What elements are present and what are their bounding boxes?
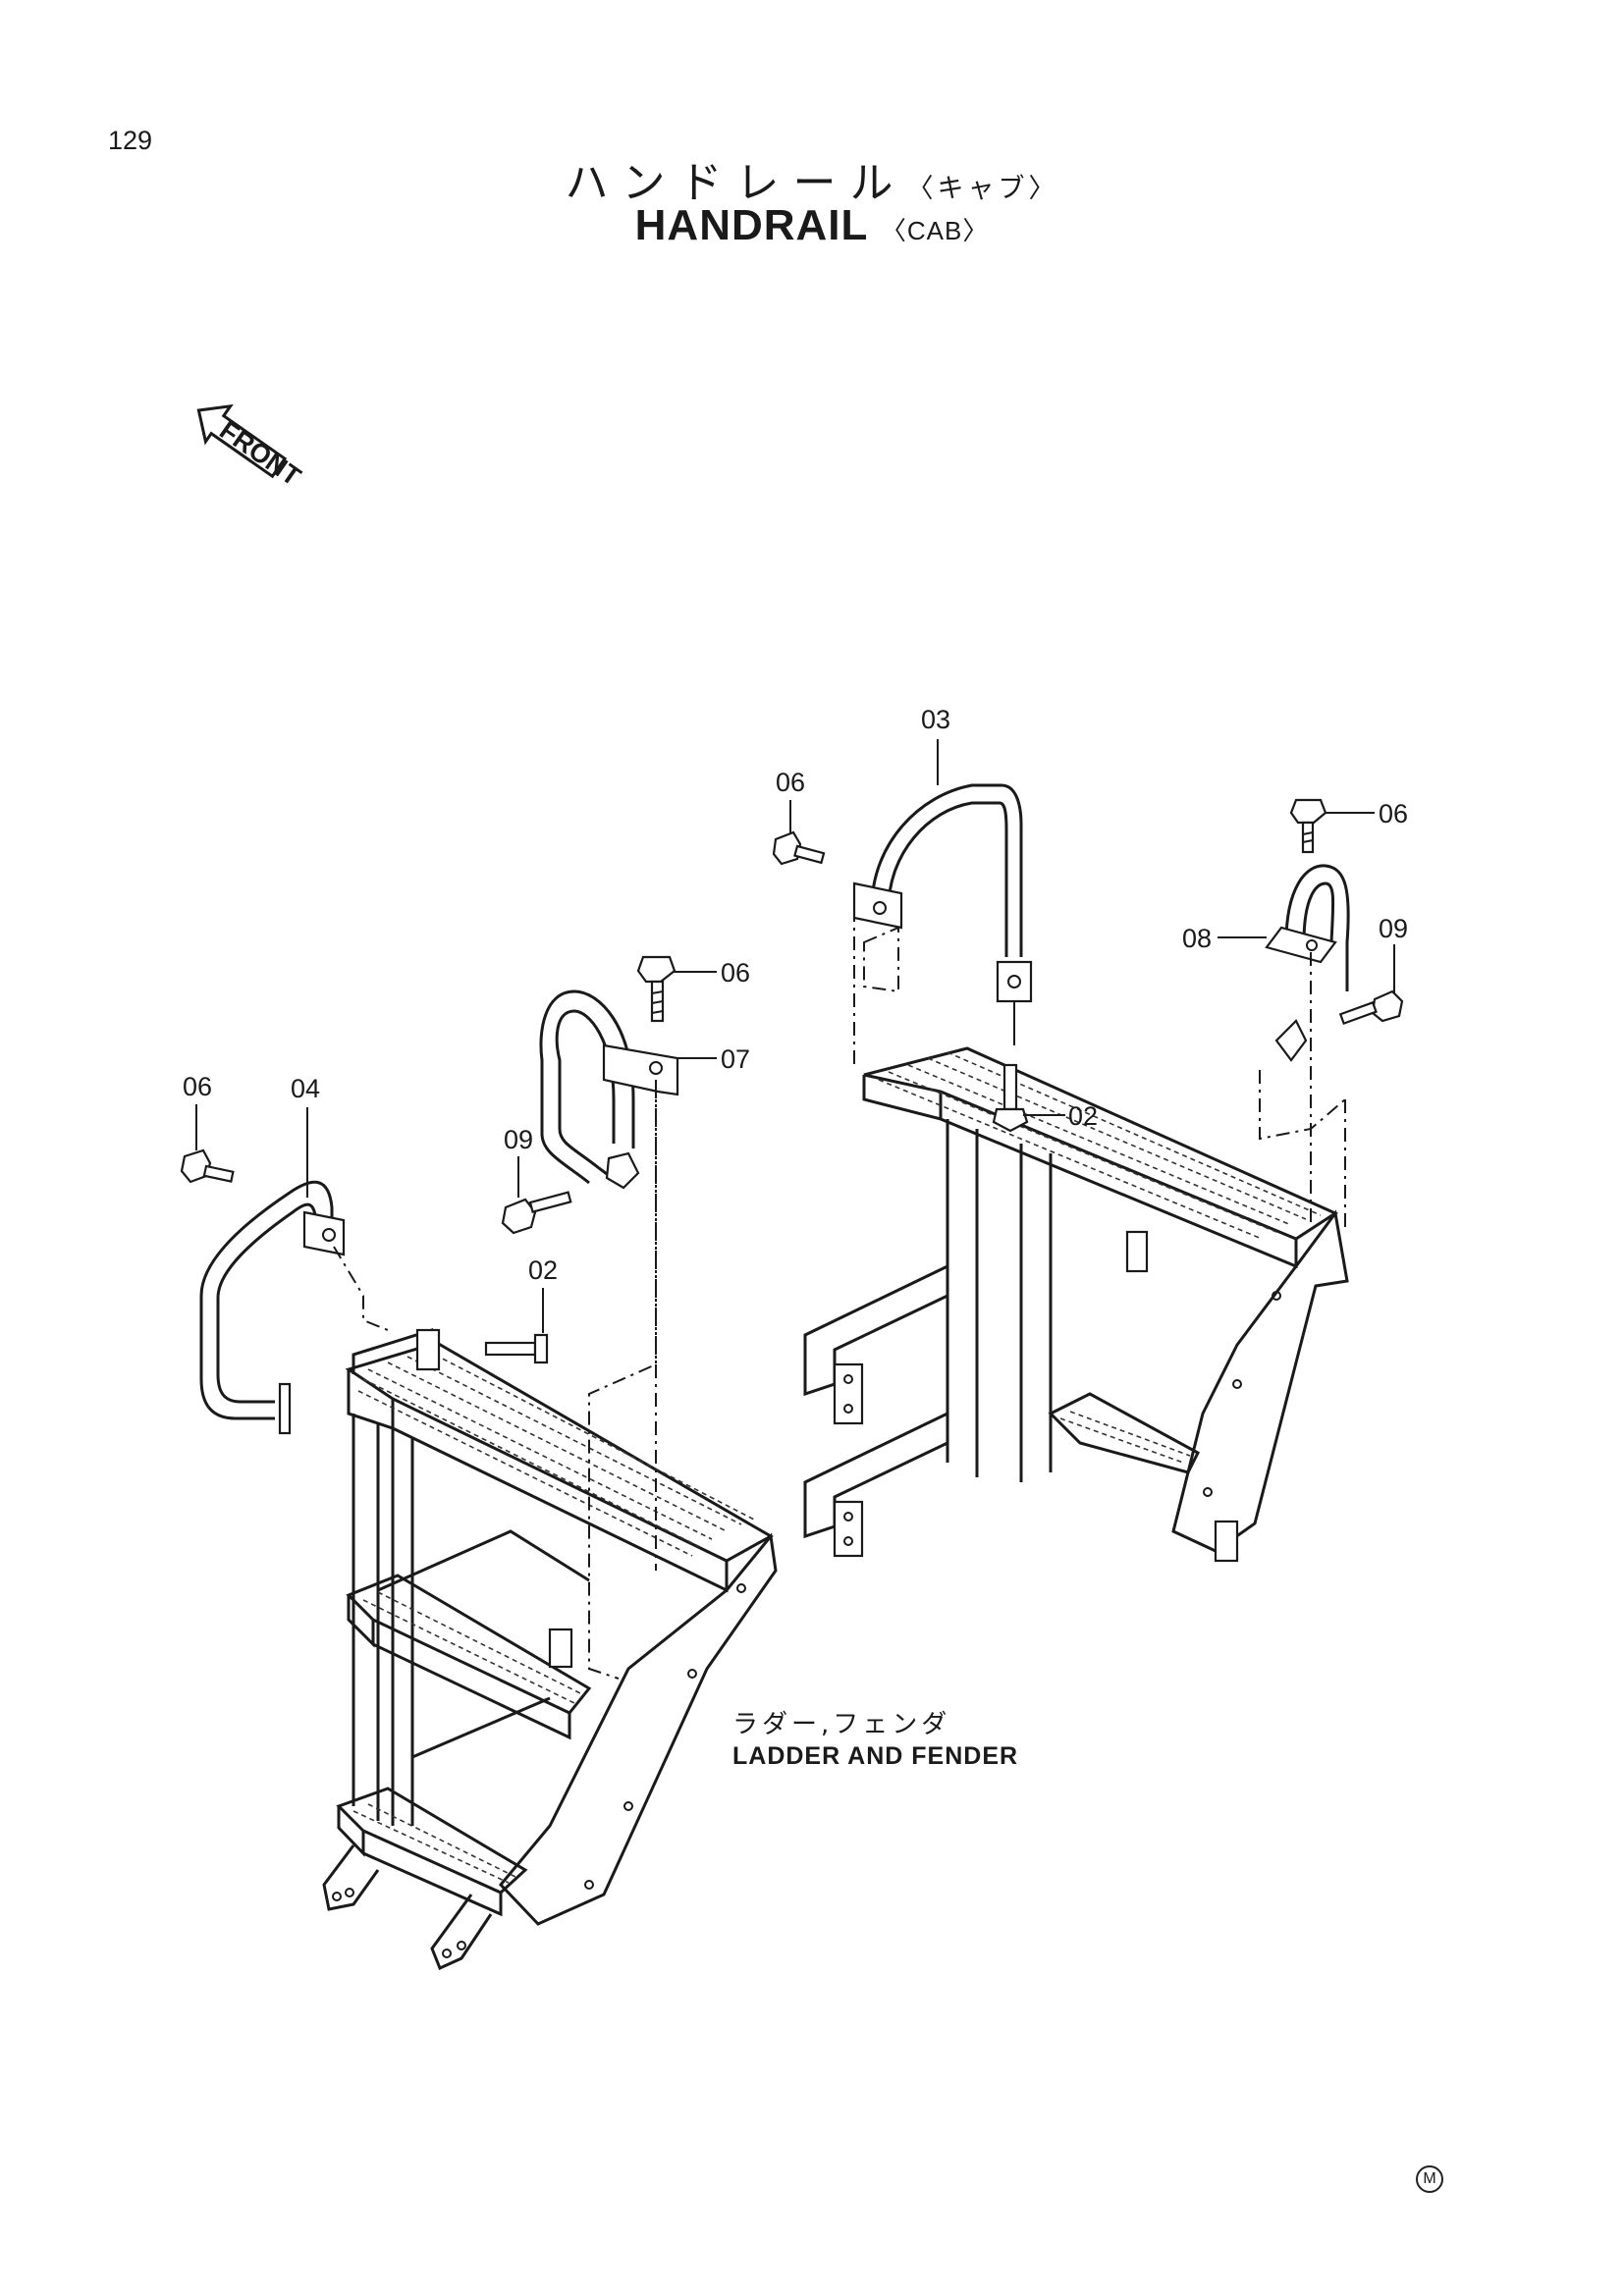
callout-09-b: 09 — [504, 1125, 533, 1154]
callout-03: 03 — [921, 705, 950, 734]
title-jp-main: ハンドレール — [565, 158, 907, 208]
leader-lines — [195, 739, 1395, 1333]
title-japanese: ハンドレール〈キャブ〉 — [0, 147, 1624, 210]
callout-06-a: 06 — [776, 768, 805, 797]
callout-06-c: 06 — [721, 958, 750, 988]
handrail-04 — [199, 1180, 389, 1435]
bolt-06-left — [180, 1148, 235, 1184]
front-arrow-icon: FRONT — [196, 403, 306, 492]
bolt-06-right-left — [772, 830, 826, 866]
callout-08: 08 — [1182, 924, 1212, 953]
grab-handle-08 — [1259, 864, 1350, 1227]
page-number: 129 — [108, 126, 153, 155]
callout-06-b: 06 — [1379, 799, 1408, 828]
title-jp-suffix: 〈キャブ〉 — [906, 174, 1059, 204]
callout-02-b: 02 — [528, 1255, 558, 1285]
leader-03-dash — [853, 908, 899, 1070]
right-step-assembly — [803, 1046, 1349, 1563]
callout-09-a: 09 — [1379, 914, 1408, 943]
bolt-06-right-top — [1289, 798, 1327, 854]
front-label: FRONT — [214, 415, 306, 492]
callout-07: 07 — [721, 1044, 750, 1074]
ladder-assembly — [322, 1328, 778, 1971]
title-en-main: HANDRAIL — [634, 201, 868, 249]
callout-04: 04 — [291, 1074, 320, 1103]
bolt-02-right — [992, 1063, 1029, 1133]
handrail-03 — [852, 783, 1033, 1045]
bolt-02-left — [484, 1333, 549, 1364]
footer-mark-icon: M — [1416, 2165, 1443, 2193]
title-en-suffix: 〈CAB〉 — [880, 216, 990, 245]
callout-06-d: 06 — [183, 1072, 212, 1101]
bolt-06-left-top — [636, 955, 677, 1023]
bolt-09-right — [1338, 989, 1404, 1026]
callout-02-a: 02 — [1068, 1101, 1098, 1131]
handrail-07 — [539, 989, 679, 1680]
bolt-09-left — [501, 1191, 572, 1235]
assembly-label-english: LADDER AND FENDER — [732, 1742, 1019, 1770]
title-english: HANDRAIL 〈CAB〉 — [0, 201, 1624, 250]
assembly-label-japanese: ラダー,フェンダ — [732, 1710, 951, 1739]
